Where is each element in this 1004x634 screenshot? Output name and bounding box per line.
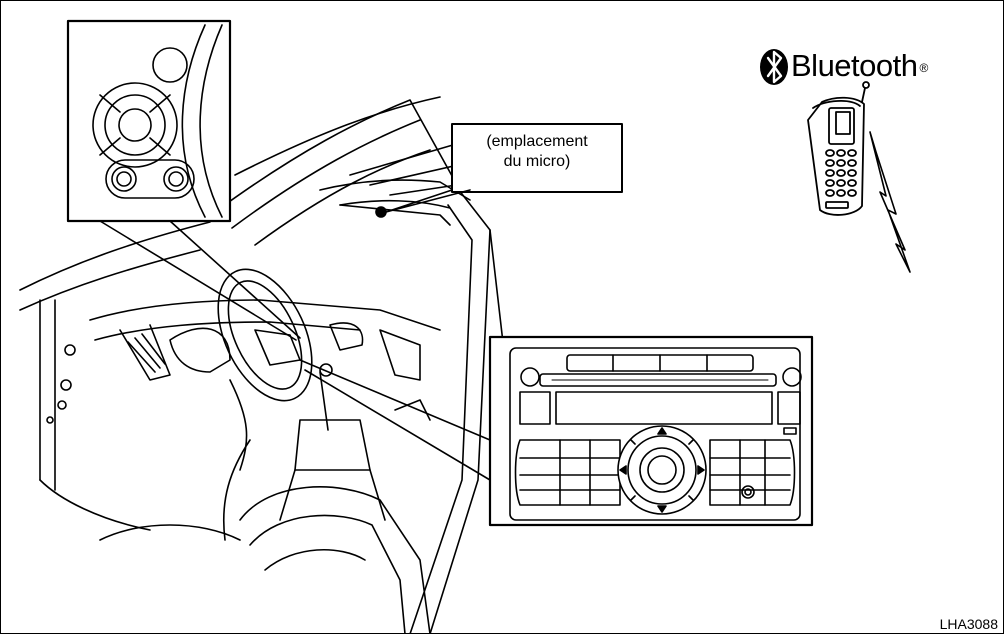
- reference-code: LHA3088: [939, 616, 998, 632]
- microphone-label-line-1: (emplacement: [486, 133, 588, 150]
- bluetooth-logo-text: Bluetooth®: [791, 48, 928, 84]
- mobile-phone-icon: [807, 81, 870, 216]
- microphone-location-label: (emplacement du micro): [452, 132, 622, 172]
- lightning-signal-icon: [869, 131, 911, 273]
- bluetooth-icon: [760, 49, 788, 85]
- microphone-callout: [339, 123, 623, 226]
- microphone-label-line-2: du micro): [503, 153, 571, 170]
- inset-leader-line-left: [99, 220, 301, 341]
- audio-leader-line: [299, 359, 491, 481]
- audio-unit-inset: [299, 335, 814, 527]
- bluetooth-word: Bluetooth: [791, 48, 918, 83]
- steering-switch-inset: [66, 19, 232, 223]
- registered-mark: ®: [919, 61, 929, 75]
